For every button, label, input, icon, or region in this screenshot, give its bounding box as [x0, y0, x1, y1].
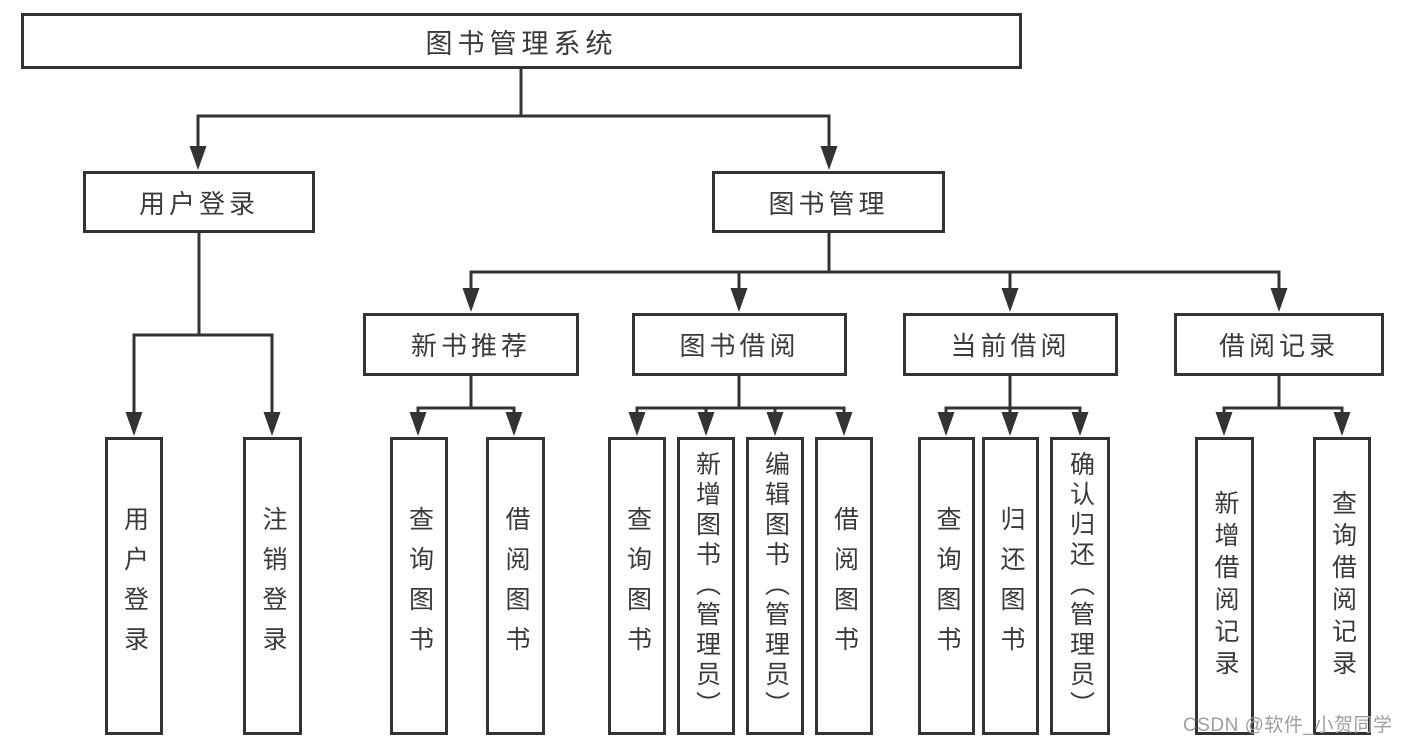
- leaf-logout: 注销登录: [243, 437, 302, 735]
- node-label: 新增图书（管理员）: [692, 451, 721, 721]
- node-label: 查询图书: [623, 506, 652, 666]
- leaf-edit-book-admin: 编辑图书（管理员）: [746, 437, 804, 735]
- node-label: 借阅图书: [502, 506, 530, 666]
- node-label: 借阅记录: [1218, 331, 1339, 361]
- node-label: 图书借阅: [679, 331, 800, 361]
- node-book-management: 图书管理: [712, 171, 945, 233]
- csdn-watermark: CSDN @软件_小贺同学: [1183, 715, 1393, 736]
- leaf-query-borrow-record: 查询借阅记录: [1313, 437, 1371, 735]
- node-library-management-system: 图书管理系统: [21, 13, 1022, 69]
- node-new-book-recommendation: 新书推荐: [363, 313, 579, 376]
- node-label: 查询图书: [933, 506, 961, 666]
- node-label: 图书管理: [768, 188, 889, 219]
- leaf-query-books-recommend: 查询图书: [390, 437, 448, 735]
- node-borrowing-records: 借阅记录: [1174, 313, 1384, 376]
- node-label: 新书推荐: [410, 331, 531, 361]
- node-label: 图书管理系统: [425, 28, 618, 59]
- node-current-borrowing: 当前借阅: [903, 313, 1118, 376]
- node-book-borrowing: 图书借阅: [632, 313, 847, 376]
- node-label: 编辑图书（管理员）: [761, 451, 790, 721]
- node-label: 查询借阅记录: [1328, 490, 1357, 682]
- leaf-query-books-borrowing: 查询图书: [608, 437, 666, 735]
- leaf-return-book: 归还图书: [982, 437, 1039, 735]
- node-label: 用户登录: [120, 506, 149, 666]
- node-label: 确认归还（管理员）: [1066, 451, 1095, 721]
- node-label: 归还图书: [997, 506, 1025, 666]
- leaf-add-book-admin: 新增图书（管理员）: [677, 437, 735, 735]
- node-label: 查询图书: [405, 506, 434, 666]
- leaf-confirm-return-admin: 确认归还（管理员）: [1050, 437, 1110, 735]
- node-label: 注销登录: [259, 506, 287, 666]
- node-label: 新增借阅记录: [1211, 490, 1239, 682]
- node-label: 当前借阅: [950, 331, 1071, 361]
- node-label: 用户登录: [138, 188, 259, 219]
- node-label: 借阅图书: [830, 506, 859, 666]
- leaf-query-books-current: 查询图书: [918, 437, 975, 735]
- node-user-login: 用户登录: [83, 171, 315, 233]
- leaf-borrow-books-borrowing: 借阅图书: [815, 437, 873, 735]
- leaf-borrow-books-recommend: 借阅图书: [486, 437, 545, 735]
- leaf-add-borrow-record: 新增借阅记录: [1195, 437, 1254, 735]
- leaf-user-login: 用户登录: [105, 437, 163, 735]
